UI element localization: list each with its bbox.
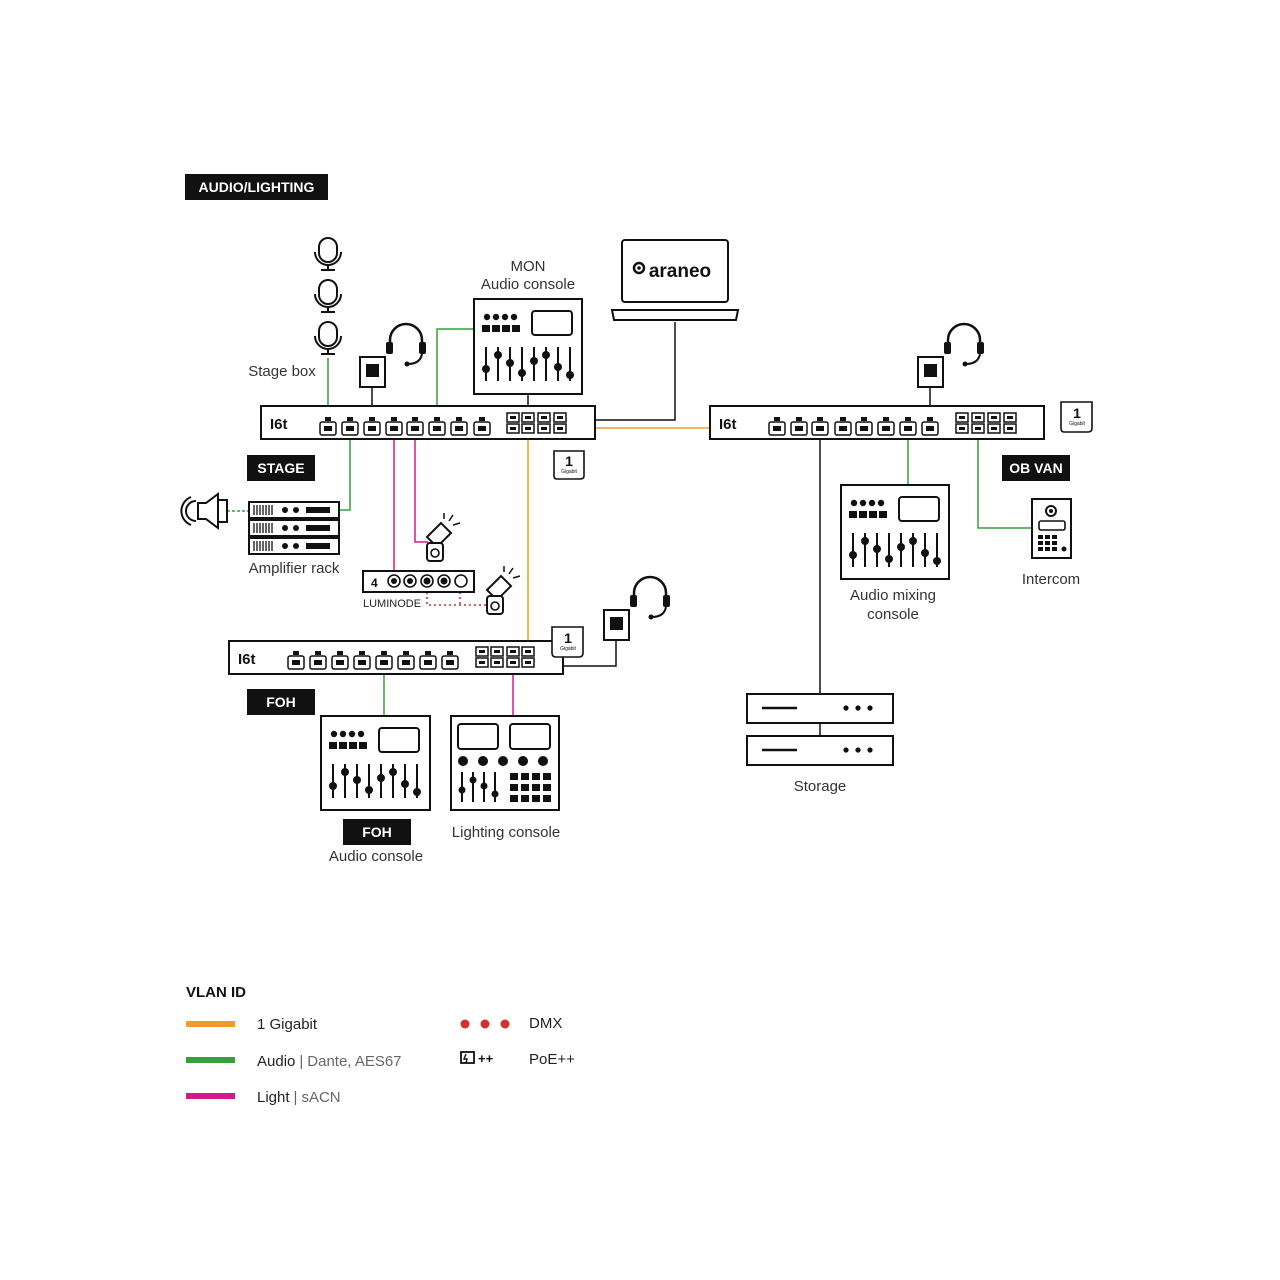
poe-adapter-obvan bbox=[917, 356, 944, 388]
zone-tag-stage: STAGE bbox=[257, 460, 304, 476]
wire-mon-audio bbox=[436, 328, 474, 424]
switch-foh: I6t bbox=[228, 640, 564, 675]
microphone-icon bbox=[314, 321, 342, 355]
amplifier-rack-label: Amplifier rack bbox=[249, 560, 340, 577]
badge-caption: Gigabit bbox=[561, 469, 577, 475]
audio-mixing-console bbox=[840, 484, 950, 580]
spotlight-icon bbox=[486, 565, 521, 615]
wire-light-spot bbox=[414, 432, 428, 543]
badge-caption: Gigabit bbox=[1069, 421, 1085, 427]
zone-tag-stage-bg bbox=[247, 455, 315, 481]
switch-foh-name: I6t bbox=[238, 651, 256, 668]
poe-icon bbox=[460, 1051, 475, 1064]
wire-foh-headset bbox=[563, 640, 617, 667]
luminode-label: LUMINODE bbox=[363, 598, 421, 610]
legend-separator: | bbox=[299, 1053, 303, 1070]
microphone-icon bbox=[314, 279, 342, 313]
wire-amp-audio bbox=[340, 432, 351, 511]
legend-swatch-light bbox=[186, 1093, 235, 1099]
legend-detail-audio: Dante, AES67 bbox=[307, 1053, 401, 1070]
spotlight-icon bbox=[426, 512, 461, 562]
legend-detail-light: sACN bbox=[301, 1089, 340, 1106]
microphone-icon bbox=[314, 237, 342, 271]
lighting-console bbox=[450, 715, 560, 811]
gigabit-badge-stage: 1 Gigabit bbox=[553, 450, 585, 480]
poe-adapter-foh bbox=[603, 609, 630, 641]
badge-caption: Gigabit bbox=[560, 646, 576, 652]
storage-label: Storage bbox=[794, 778, 847, 795]
luminode-node: 4 bbox=[362, 570, 475, 593]
mon-console-label-2: Audio console bbox=[481, 276, 575, 293]
legend-swatch-audio bbox=[186, 1057, 235, 1063]
araneo-logo-icon bbox=[632, 261, 646, 275]
legend-separator: | bbox=[294, 1089, 298, 1106]
legend-label-audio: Audio bbox=[257, 1053, 295, 1070]
gigabit-badge-foh: 1 Gigabit bbox=[551, 626, 584, 658]
badge-number: 1 bbox=[1073, 405, 1081, 421]
gigabit-badge-obvan: 1 Gigabit bbox=[1060, 401, 1093, 433]
switch-stage: I6t bbox=[260, 405, 596, 440]
headset-icon bbox=[628, 575, 672, 621]
audio-mixing-label-2: console bbox=[867, 606, 919, 623]
foh-console-tag-bg bbox=[343, 819, 411, 845]
laptop-icon: araneo bbox=[610, 239, 740, 321]
zone-tag-foh: FOH bbox=[266, 694, 296, 710]
foh-audio-console-label: Audio console bbox=[329, 848, 423, 865]
zone-tag-obvan-bg bbox=[1002, 455, 1070, 481]
title-tag-bg bbox=[185, 174, 328, 200]
wire-dmx-1 bbox=[426, 592, 486, 606]
foh-console-tag: FOH bbox=[362, 824, 392, 840]
wire-obvan-intercom bbox=[977, 432, 1032, 529]
intercom-panel bbox=[1031, 498, 1072, 559]
storage-units bbox=[746, 693, 894, 766]
poe-adapter-stage bbox=[359, 356, 386, 388]
title-tag: AUDIO/LIGHTING bbox=[199, 179, 315, 195]
amplifier-rack bbox=[248, 501, 340, 555]
laptop-brand: araneo bbox=[649, 261, 711, 282]
zone-tag-obvan: OB VAN bbox=[1009, 460, 1062, 476]
foh-audio-console bbox=[320, 715, 431, 811]
zone-tag-foh-bg bbox=[247, 689, 315, 715]
headset-icon bbox=[942, 322, 986, 368]
badge-number: 1 bbox=[564, 630, 572, 646]
lighting-console-label: Lighting console bbox=[452, 824, 560, 841]
speaker-icon bbox=[180, 492, 228, 530]
mon-console-label-1: MON bbox=[511, 258, 546, 275]
badge-number: 1 bbox=[565, 453, 573, 469]
legend-label-audio-wrap: Audio|Dante, AES67 bbox=[257, 1053, 402, 1070]
legend-label-gigabit: 1 Gigabit bbox=[257, 1016, 318, 1033]
switch-obvan-name: I6t bbox=[719, 416, 737, 433]
stage-box bbox=[314, 237, 342, 365]
legend-label-poe: PoE++ bbox=[529, 1051, 575, 1068]
legend-swatch-gigabit bbox=[186, 1021, 235, 1027]
wire-laptop bbox=[583, 322, 676, 421]
mon-audio-console bbox=[473, 298, 583, 395]
legend-poe-symbol: ++ bbox=[478, 1051, 494, 1066]
stage-box-label: Stage box bbox=[248, 363, 316, 380]
luminode-number: 4 bbox=[371, 576, 378, 590]
audio-mixing-label-1: Audio mixing bbox=[850, 587, 936, 604]
intercom-label: Intercom bbox=[1022, 571, 1080, 588]
legend-title: VLAN ID bbox=[186, 984, 246, 1001]
legend-label-light-wrap: Light|sACN bbox=[257, 1089, 341, 1106]
headset-icon bbox=[384, 322, 428, 368]
switch-stage-name: I6t bbox=[270, 416, 288, 433]
legend: VLAN ID 1 Gigabit Audio|Dante, AES67 Lig… bbox=[186, 984, 575, 1106]
legend-label-dmx: DMX bbox=[529, 1015, 562, 1032]
legend-label-light: Light bbox=[257, 1089, 290, 1106]
switch-obvan: I6t bbox=[709, 405, 1045, 440]
legend-dmx-dots bbox=[460, 1019, 510, 1029]
